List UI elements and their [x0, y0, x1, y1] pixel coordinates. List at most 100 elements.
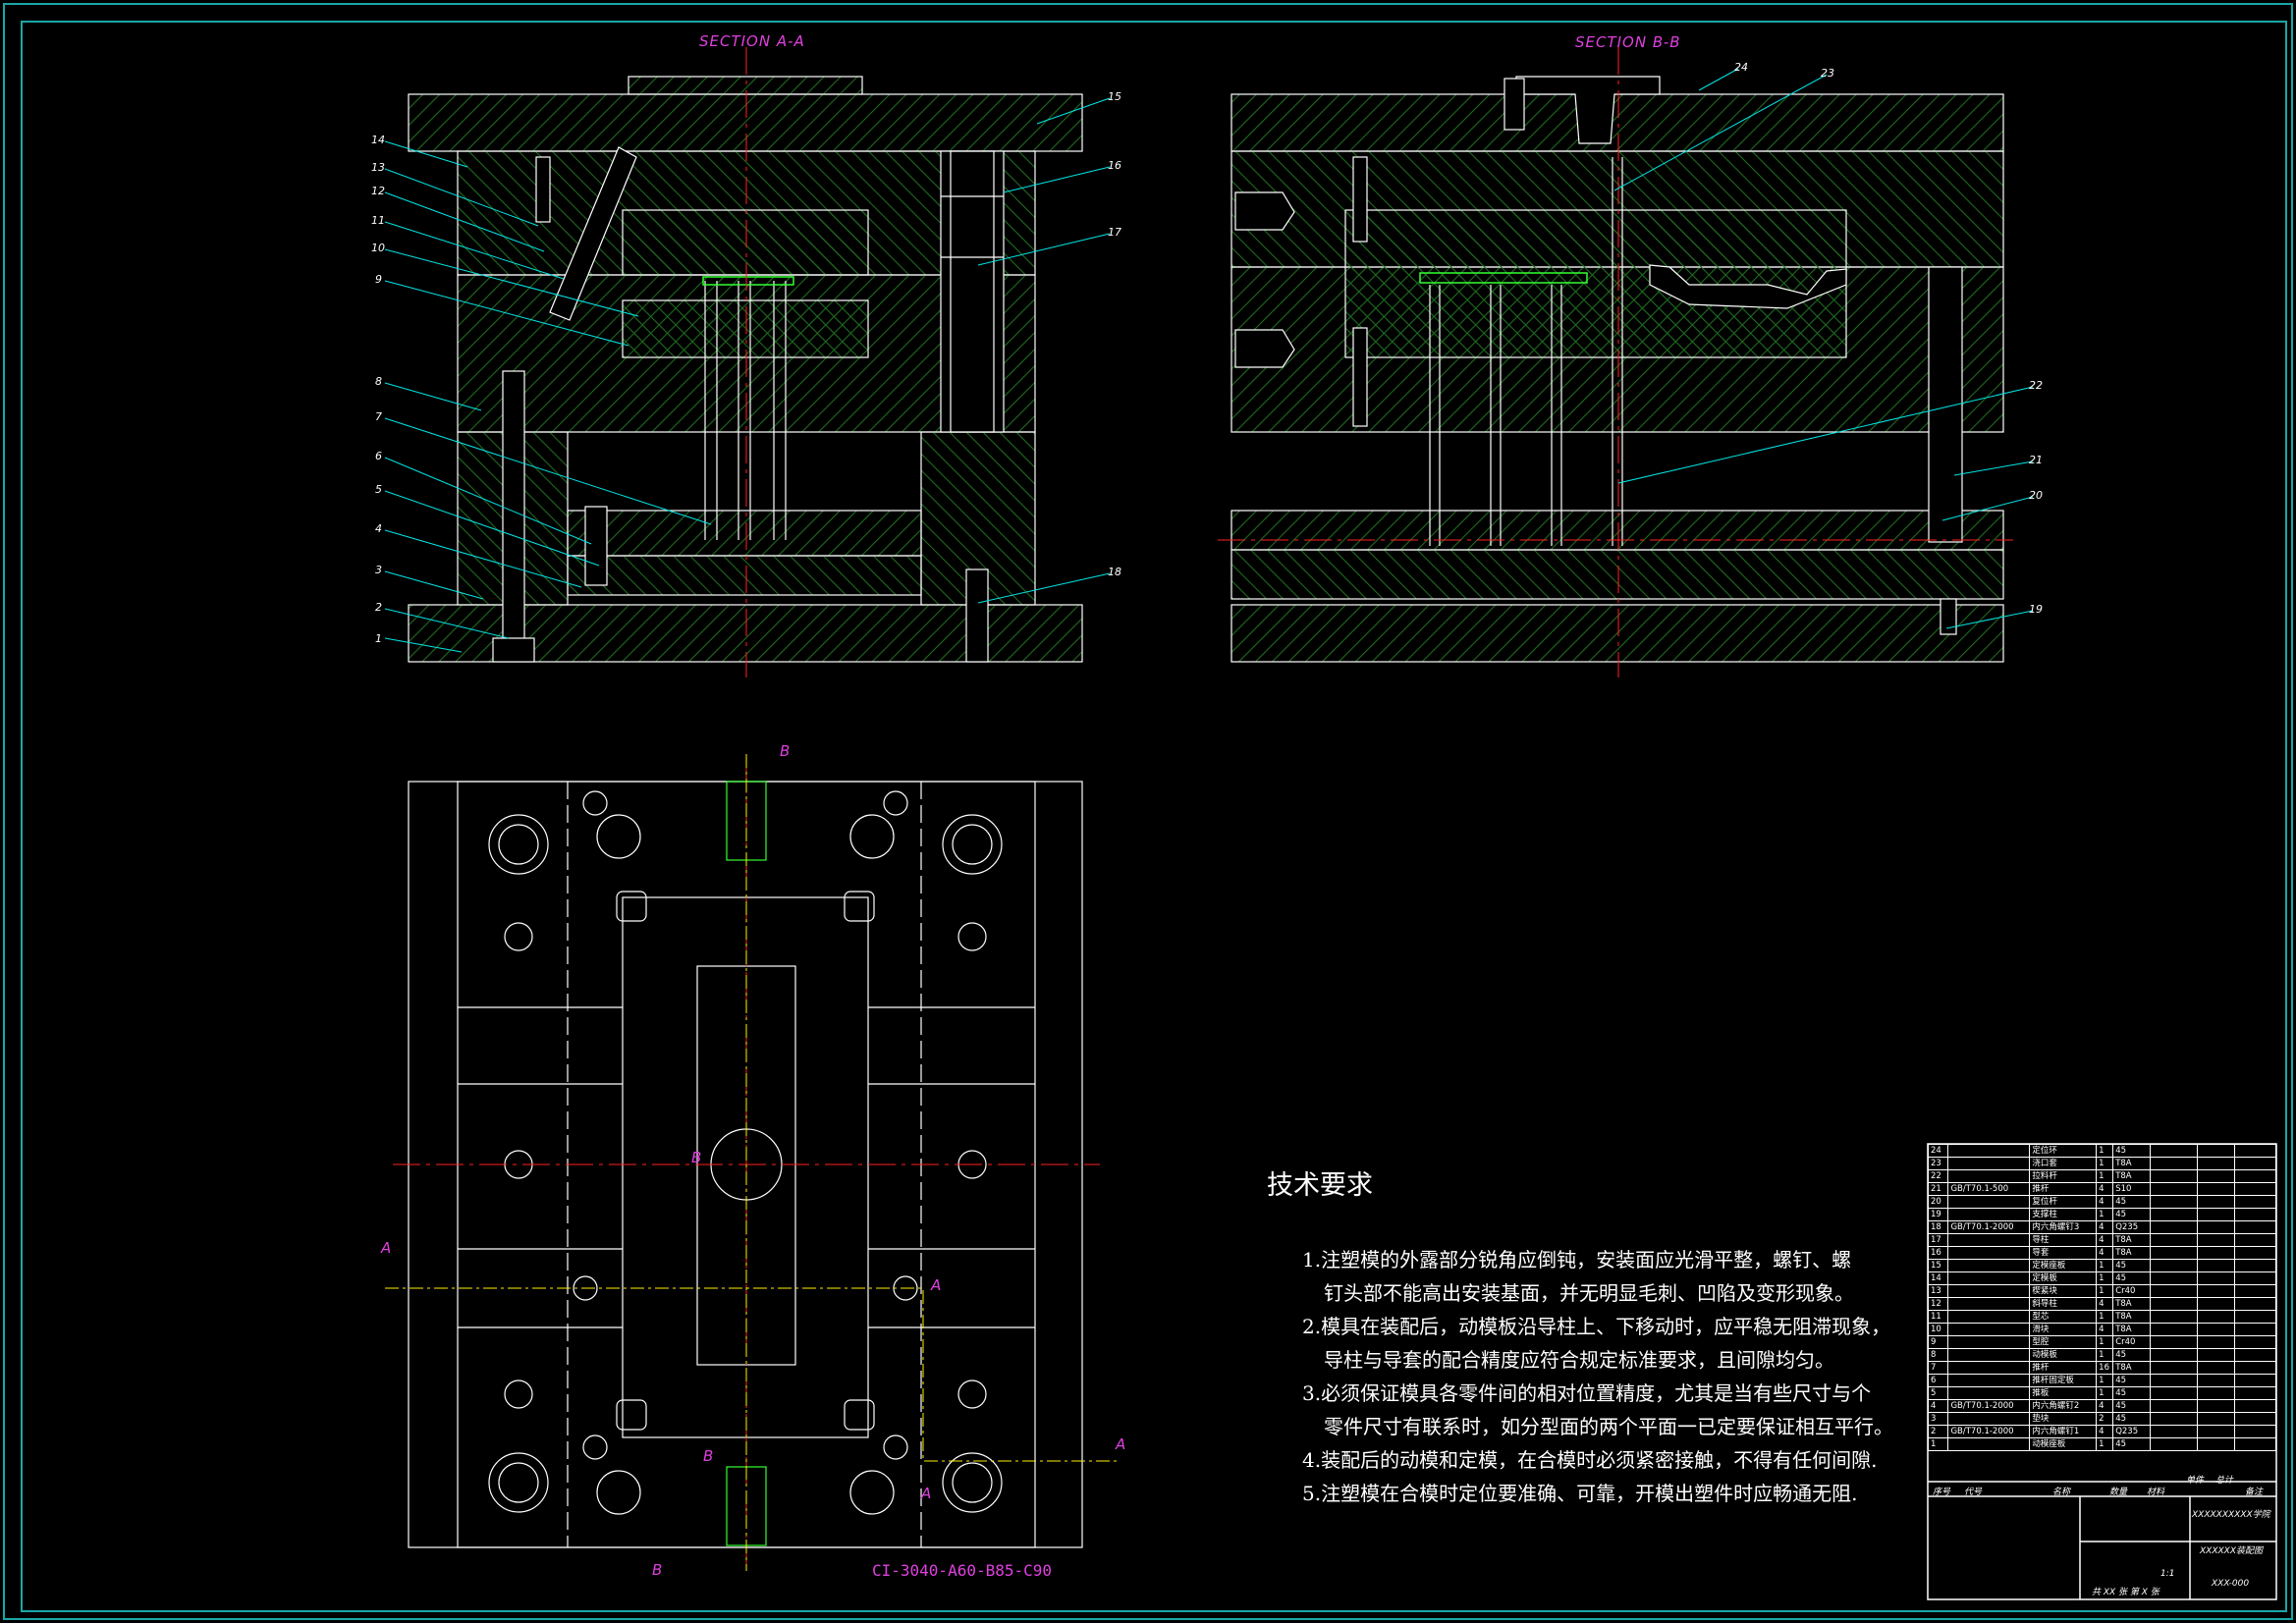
section-mark-a-left: A	[381, 1239, 392, 1257]
bom-cell-empty	[2197, 1182, 2235, 1196]
section-line-a	[385, 1287, 1120, 1462]
bom-cell-empty	[2197, 1310, 2235, 1324]
part-number: 15	[1108, 90, 1121, 103]
tech-req-line: 5.注塑模在合模时定位要准确、可靠，开模出塑件时应畅通无阻.	[1302, 1482, 1858, 1505]
bom-cell-name: 支撑柱	[2029, 1208, 2098, 1221]
bom-cell-empty	[2197, 1412, 2235, 1426]
bom-cell-empty	[2149, 1412, 2199, 1426]
bom-cell-no: 20	[1927, 1195, 1949, 1209]
bom-cell-std: GB/T70.1-2000	[1947, 1220, 2031, 1234]
part-number: 10	[371, 242, 385, 254]
section-mark-a-right: A	[1116, 1435, 1126, 1453]
bom-cell-no: 9	[1927, 1335, 1949, 1349]
bom-cell-name: 斜导柱	[2029, 1297, 2098, 1311]
bom-cell-no: 14	[1927, 1271, 1949, 1285]
bom-cell-empty	[2149, 1157, 2199, 1170]
bom-cell-empty	[2149, 1246, 2199, 1260]
bom-cell-qty: 1	[2096, 1259, 2114, 1272]
part-number: 9	[375, 273, 382, 286]
inner-border	[21, 21, 2287, 1612]
bom-cell-std	[1947, 1259, 2031, 1272]
bom-cell-no: 7	[1927, 1361, 1949, 1375]
bom-cell-empty	[2197, 1284, 2235, 1298]
bom-cell-std	[1947, 1310, 2031, 1324]
bom-cell-name: 垫块	[2029, 1412, 2098, 1426]
bom-cell-name: 拉料杆	[2029, 1169, 2098, 1183]
bom-cell-name: 楔紧块	[2029, 1284, 2098, 1298]
bom-cell-empty	[2233, 1348, 2277, 1362]
bom-cell-name: 复位杆	[2029, 1195, 2098, 1209]
bom-cell-empty	[2149, 1208, 2199, 1221]
bom-cell-qty: 1	[2096, 1386, 2114, 1400]
bom-cell-name: 内六角螺钉1	[2029, 1425, 2098, 1438]
bom-cell-mat: T8A	[2112, 1169, 2151, 1183]
section-mark-b-low: B	[703, 1447, 714, 1465]
section-mark-a-low: A	[921, 1485, 932, 1502]
bom-cell-qty: 1	[2096, 1374, 2114, 1387]
bom-cell-name: 推杆	[2029, 1182, 2098, 1196]
part-number: 8	[375, 375, 382, 388]
bom-header-no: 序号	[1933, 1488, 1951, 1497]
bom-cell-mat: T8A	[2112, 1157, 2151, 1170]
section-mark-b-bottom: B	[652, 1561, 663, 1579]
bom-header-mat: 材料	[2147, 1488, 2165, 1497]
bom-cell-mat: 45	[2112, 1399, 2151, 1413]
bom-cell-mat: 45	[2112, 1374, 2151, 1387]
bom-cell-name: 定模座板	[2029, 1259, 2098, 1272]
bom-cell-std	[1947, 1195, 2031, 1209]
bom-cell-mat: 45	[2112, 1437, 2151, 1451]
bom-cell-empty	[2149, 1425, 2199, 1438]
bom-cell-mat: T8A	[2112, 1323, 2151, 1336]
bom-cell-empty	[2197, 1195, 2235, 1209]
bom-cell-no: 4	[1927, 1399, 1949, 1413]
bom-cell-empty	[2233, 1144, 2277, 1158]
bom-cell-mat: 45	[2112, 1144, 2151, 1158]
bom-cell-qty: 1	[2096, 1335, 2114, 1349]
part-number: 21	[2029, 454, 2043, 466]
bom-cell-empty	[2233, 1259, 2277, 1272]
part-number: 17	[1108, 226, 1121, 239]
bom-cell-mat: Q235	[2112, 1425, 2151, 1438]
bom-cell-empty	[2149, 1310, 2199, 1324]
bom-cell-qty: 4	[2096, 1297, 2114, 1311]
tech-req-line: 3.必须保证模具各零件间的相对位置精度，尤其是当有些尺寸与个	[1302, 1381, 1872, 1405]
core-line-b	[1419, 272, 1588, 284]
bom-cell-mat: 45	[2112, 1386, 2151, 1400]
bom-cell-empty	[2149, 1169, 2199, 1183]
bom-cell-name: 滑块	[2029, 1323, 2098, 1336]
bom-cell-no: 22	[1927, 1169, 1949, 1183]
tech-req-line: 零件尺寸有联系时，如分型面的两个平面一已定要保证相互平行。	[1324, 1415, 1893, 1438]
bom-cell-no: 2	[1927, 1425, 1949, 1438]
bom-cell-empty	[2197, 1437, 2235, 1451]
bom-cell-empty	[2149, 1437, 2199, 1451]
bom-cell-name: 导套	[2029, 1246, 2098, 1260]
drawing-name: XXXXXX装配图	[2200, 1546, 2263, 1556]
bom-header-qty: 数量	[2109, 1488, 2128, 1497]
bom-cell-empty	[2197, 1157, 2235, 1170]
bom-cell-mat: 45	[2112, 1208, 2151, 1221]
bom-cell-no: 6	[1927, 1374, 1949, 1387]
bom-cell-empty	[2233, 1297, 2277, 1311]
bom-cell-empty	[2197, 1361, 2235, 1375]
bom-cell-empty	[2197, 1144, 2235, 1158]
bom-cell-empty	[2197, 1335, 2235, 1349]
bom-cell-empty	[2233, 1386, 2277, 1400]
bom-cell-qty: 4	[2096, 1233, 2114, 1247]
bom-cell-no: 13	[1927, 1284, 1949, 1298]
bom-cell-std	[1947, 1297, 2031, 1311]
bom-cell-empty	[2149, 1195, 2199, 1209]
bom-cell-qty: 16	[2096, 1361, 2114, 1375]
bom-cell-qty: 1	[2096, 1310, 2114, 1324]
bom-cell-no: 3	[1927, 1412, 1949, 1426]
bom-cell-name: 型腔	[2029, 1335, 2098, 1349]
